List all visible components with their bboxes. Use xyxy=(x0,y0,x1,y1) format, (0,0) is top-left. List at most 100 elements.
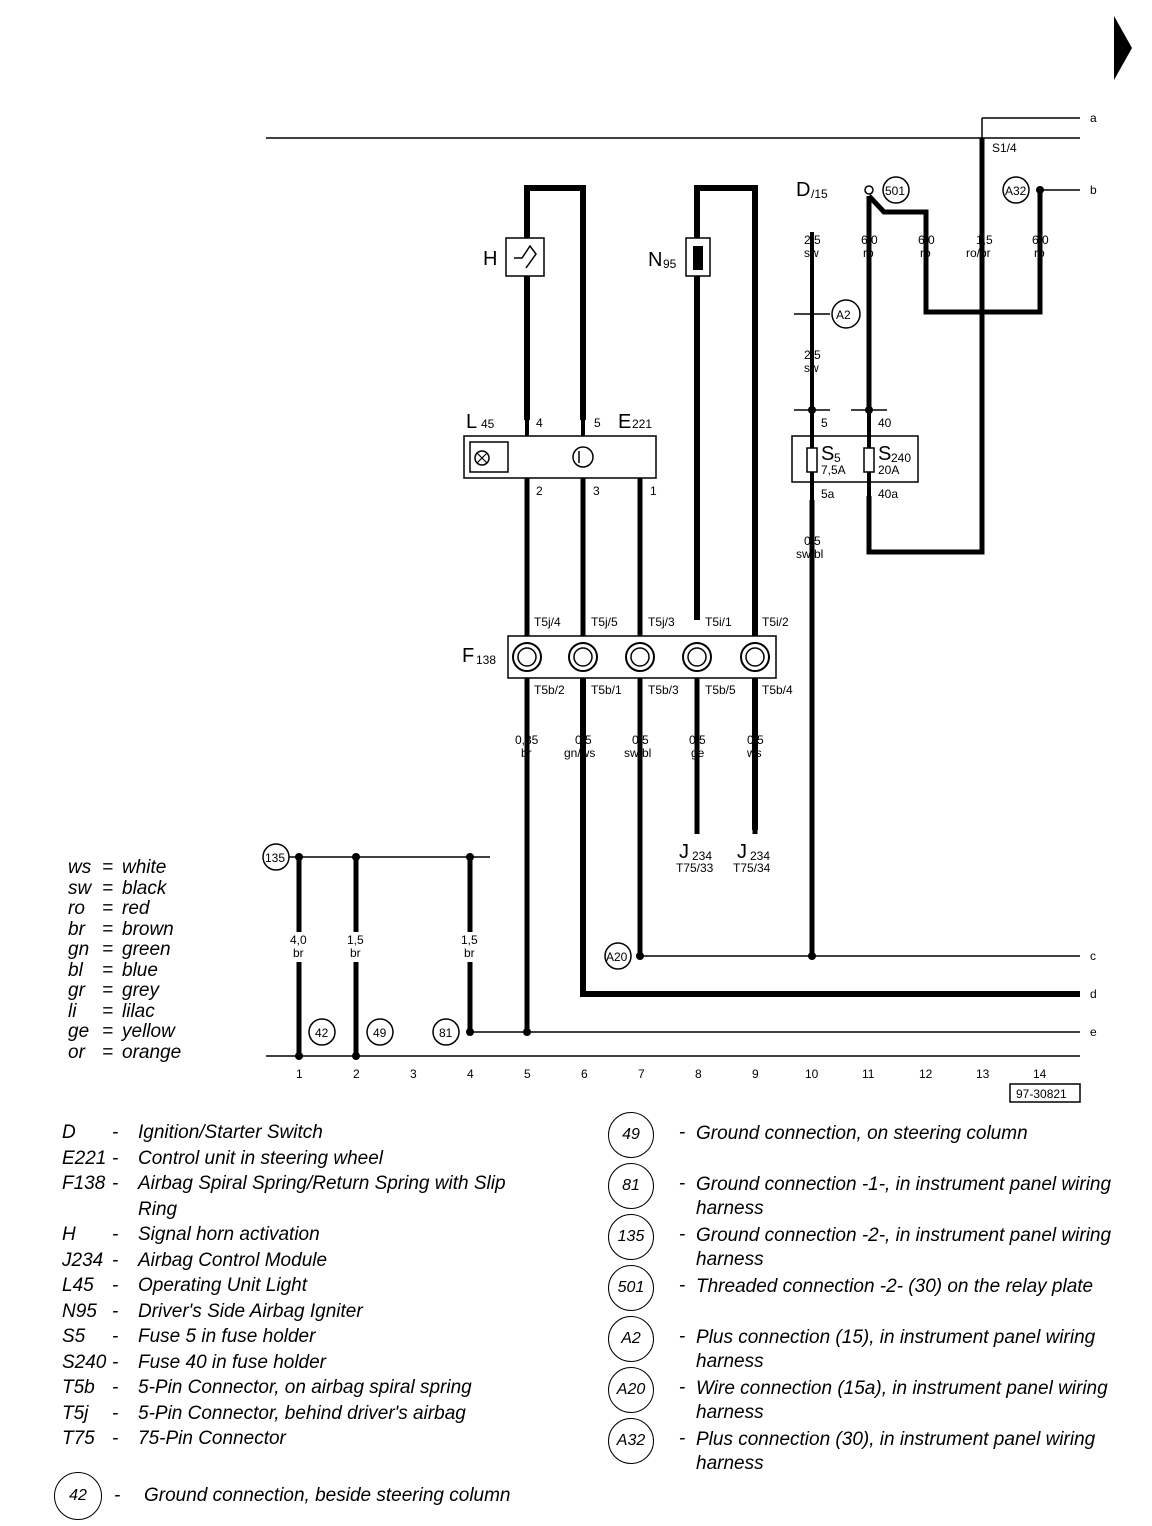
s5-rating: 7,5A xyxy=(821,463,846,477)
component-n95-main: N xyxy=(648,249,662,271)
ground-key-desc: Plus connection (15), in instrument pane… xyxy=(696,1327,1096,1372)
wire-f138-3-size: 0,5 xyxy=(632,733,649,747)
slip-ring-1-inner-icon xyxy=(517,647,537,667)
legend-row: br = brown xyxy=(68,918,181,941)
wire-gnd-1-color: br xyxy=(293,946,304,960)
bus-label-e: e xyxy=(1090,1025,1097,1039)
a32-connection-circle xyxy=(1002,176,1030,204)
key-code: N95 xyxy=(62,1300,97,1322)
ground-key-dash: - xyxy=(678,1122,686,1143)
e221-pin-1: 1 xyxy=(650,484,657,498)
slip-ring-2-icon xyxy=(568,642,598,672)
track-number: 2 xyxy=(353,1067,360,1081)
a32-node xyxy=(1036,186,1044,194)
wire-f138-2-size: 0,5 xyxy=(575,733,592,747)
legend-code: ge xyxy=(68,1021,90,1042)
legend-name: yellow xyxy=(122,1021,175,1042)
key-desc: Control unit in steering wheel xyxy=(138,1147,384,1169)
key-desc: Fuse 5 in fuse holder xyxy=(138,1326,316,1347)
pin-t5j-5: T5j/5 xyxy=(591,615,618,629)
ground-key-row: 135-Ground connection -2-, in instrument… xyxy=(608,1214,1138,1270)
a20-label: A20 xyxy=(606,950,628,964)
wire-f138-5-color: ws xyxy=(746,746,762,760)
pin-t5i-2: T5i/2 xyxy=(762,615,789,629)
s240-main: S xyxy=(878,443,891,465)
component-f138-main: F xyxy=(462,645,474,667)
legend-name: green xyxy=(122,939,171,960)
ground-key-desc: Ground connection, beside steering colum… xyxy=(144,1485,511,1506)
s1-4-label: S1/4 xyxy=(992,141,1017,155)
track-number: 8 xyxy=(695,1067,702,1081)
j234-b-main: J xyxy=(737,841,747,863)
component-h: H xyxy=(483,248,497,270)
wire-f138-1-size: 0,35 xyxy=(515,733,539,747)
legend-name: brown xyxy=(122,918,174,940)
legend-code: br xyxy=(68,918,85,940)
wire-c501-b-loop xyxy=(867,190,1043,315)
component-key: D-Ignition/Starter Switch E221-Control u… xyxy=(62,1120,562,1452)
legend-equals: = xyxy=(102,898,114,919)
key-dash: - xyxy=(112,1377,119,1398)
wire-s5-out-size: 0,5 xyxy=(804,534,821,548)
ground-key-desc: Wire connection (15a), in instrument pan… xyxy=(696,1378,1108,1423)
key-desc: Operating Unit Light xyxy=(138,1275,307,1296)
wire-d15-mid-color: sw xyxy=(804,361,819,375)
g49-connection-circle xyxy=(366,1018,394,1046)
wire-d15-top-color: sw xyxy=(804,246,819,260)
wire-c501-b-size: 6,0 xyxy=(918,233,935,247)
ground-key-circle: A2 xyxy=(608,1316,654,1362)
c501-label: 501 xyxy=(885,184,905,198)
wire-s1-4-size: 1,5 xyxy=(976,233,993,247)
j234-a-main: J xyxy=(679,841,689,863)
j234-a-pin: T75/33 xyxy=(676,861,714,875)
wire-c501-a-size: 6,0 xyxy=(861,233,878,247)
ground-key-circle: 135 xyxy=(608,1214,654,1260)
a20-connection-circle xyxy=(604,942,632,970)
s240-fuse-icon xyxy=(863,447,875,473)
ground-key-circle: 49 xyxy=(608,1112,654,1158)
legend-equals: = xyxy=(102,918,114,940)
legend-equals: = xyxy=(102,939,114,960)
wire-s5-out-color: sw/bl xyxy=(796,547,823,561)
key-desc: Driver's Side Airbag Igniter xyxy=(138,1300,363,1322)
track-number: 12 xyxy=(919,1067,933,1081)
pin-t5b-4: T5b/4 xyxy=(762,683,793,697)
gnd-1-label-bg xyxy=(287,932,311,962)
key-row: T5b-5-Pin Connector, on airbag spiral sp… xyxy=(62,1375,562,1401)
wire-gnd-1-size: 4,0 xyxy=(290,933,307,947)
legend-name: black xyxy=(122,877,167,899)
ground-key-circle: A32 xyxy=(608,1418,654,1464)
legend-code: gr xyxy=(68,980,85,1001)
legend-row: sw=black xyxy=(68,877,181,900)
ground-key-dash: - xyxy=(678,1224,686,1245)
key-row: T5j-5-Pin Connector, behind driver's air… xyxy=(62,1401,562,1427)
ground-key-dash: - xyxy=(678,1428,686,1449)
legend-name: white xyxy=(122,857,167,878)
legend-name: grey xyxy=(122,980,159,1001)
key-desc: 5-Pin Connector, on airbag spiral spring xyxy=(138,1377,472,1398)
key-code: S5 xyxy=(62,1326,86,1347)
gnd-1-top-node xyxy=(295,853,303,861)
key-row: N95-Driver's Side Airbag Igniter xyxy=(62,1299,562,1325)
pin-t5b-5: T5b/5 xyxy=(705,683,736,697)
legend-equals: = xyxy=(102,1021,114,1042)
pin-t5j-4: T5j/4 xyxy=(534,615,561,629)
key-code: S240 xyxy=(62,1351,107,1373)
wire-s1-4-loop xyxy=(866,138,985,555)
slip-ring-5-inner-icon xyxy=(745,647,765,667)
key-dash: - xyxy=(112,1326,119,1347)
e-node-527 xyxy=(523,1028,531,1036)
a20-node xyxy=(636,952,644,960)
track-number: 5 xyxy=(524,1067,531,1081)
wire-f138-3-color: sw/bl xyxy=(624,746,651,760)
component-e221-sub: 221 xyxy=(632,417,652,431)
wire-color-legend: ws=white sw=black ro=red br=brown gn=gre… xyxy=(68,857,181,1063)
l45-lamp-box xyxy=(469,441,509,473)
key-code: T75 xyxy=(62,1428,95,1449)
s5-sub: 5 xyxy=(834,451,841,465)
component-n95-sub: 95 xyxy=(663,257,677,271)
ground-key-circle: 42 xyxy=(54,1472,102,1520)
bus-label-b: b xyxy=(1090,183,1097,197)
ground-key-row: A32-Plus connection (30), in instrument … xyxy=(608,1418,1138,1474)
track-number: 10 xyxy=(805,1067,819,1081)
